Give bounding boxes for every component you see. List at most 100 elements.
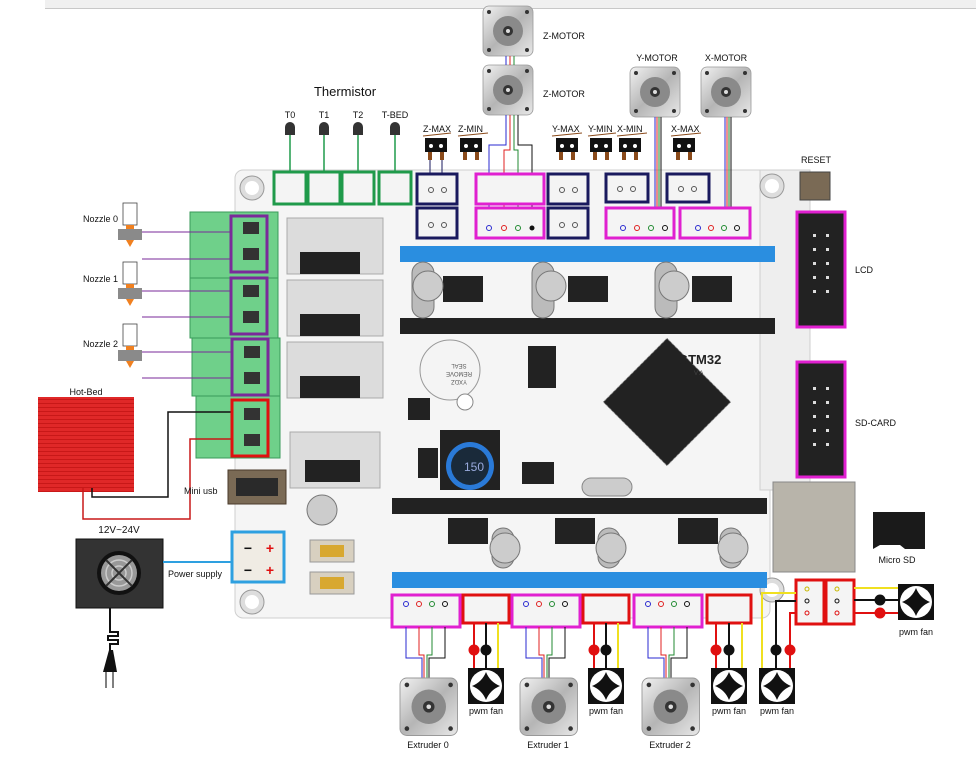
thermistor-connector: [377, 170, 413, 206]
fan-2-connector: [705, 593, 753, 625]
svg-text:Nozzle 0: Nozzle 0: [83, 214, 118, 224]
z-motor-connector-1: [474, 172, 546, 206]
endstop-y-max: Y-MAX: [551, 124, 583, 160]
svg-text:+: +: [266, 540, 274, 556]
sd-card-header[interactable]: [795, 360, 847, 479]
screw-terminals: [243, 222, 260, 446]
z-motor-bottom: Z-MOTOR: [482, 64, 585, 116]
svg-text:pwm fan: pwm fan: [760, 706, 794, 716]
svg-text:+: +: [266, 562, 274, 578]
thermistor-title: Thermistor: [314, 84, 377, 99]
mini-usb-label: Mini usb: [184, 486, 218, 496]
thermistor-t1: T1: [306, 110, 342, 206]
stepper-drivers-top: [400, 246, 775, 334]
thermistor-connector: [340, 170, 376, 206]
micro-sd-slot[interactable]: [772, 481, 856, 573]
x-motor: X-MOTOR: [700, 53, 752, 118]
ic-chip-small: [408, 398, 430, 420]
svg-text:pwm fan: pwm fan: [712, 706, 746, 716]
svg-text:Z-MOTOR: Z-MOTOR: [543, 89, 585, 99]
z-motor-connector-2: [474, 206, 546, 240]
svg-text:Extruder 2: Extruder 2: [649, 740, 691, 750]
pwm-fan-1: pwm fan: [588, 668, 624, 716]
pwm-fan-2: pwm fan: [711, 668, 747, 716]
board-name: GTM32: [678, 352, 721, 367]
nozzle-0-terminal: [229, 214, 269, 274]
fan-3-connector: [794, 578, 826, 626]
svg-text:Z-MAX: Z-MAX: [423, 124, 451, 134]
extruder-0-connector: [390, 593, 462, 629]
endstop-x-max: X-MAX: [670, 124, 702, 160]
thermistor-connector: [306, 170, 342, 206]
hotbed: [38, 397, 134, 492]
mosfet-heatsinks: [286, 217, 384, 489]
sd-card-label: SD-CARD: [855, 418, 897, 428]
nozzle-1-terminal: [229, 276, 269, 336]
svg-text:SEAL: SEAL: [451, 362, 467, 368]
hotbed-wire-positive: [82, 438, 232, 520]
svg-text:Y-MIN: Y-MIN: [588, 124, 613, 134]
extruder-2-connector: [632, 593, 704, 629]
micro-sd-card: [873, 512, 925, 549]
svg-text:YXDZ: YXDZ: [451, 378, 467, 384]
svg-text:Extruder 1: Extruder 1: [527, 740, 569, 750]
pwm-fan-0: pwm fan: [468, 668, 504, 716]
nozzle-0: Nozzle 0: [83, 202, 231, 260]
y-motor-connector: [604, 206, 676, 240]
fan-0-connector: [461, 593, 511, 625]
svg-text:150: 150: [464, 460, 484, 474]
capacitors: [306, 270, 749, 564]
power-input-connector: − + − +: [230, 530, 286, 584]
mcu-chip: [602, 337, 732, 467]
ic-chip: [528, 346, 556, 388]
diode: [418, 448, 438, 478]
psu-voltage-label: 12V~24V: [98, 525, 140, 536]
svg-text:Nozzle 1: Nozzle 1: [83, 274, 118, 284]
thermistor-t0: T0: [272, 110, 308, 206]
extruder-1-motor: Extruder 1: [519, 677, 579, 750]
hotbed-label: Hot-Bed: [69, 387, 102, 397]
svg-text:pwm fan: pwm fan: [589, 706, 623, 716]
hotbed-wire-negative: [91, 411, 232, 498]
stepper-drivers-bottom: [392, 498, 767, 588]
z-motor-top: Z-MOTOR: [482, 5, 585, 57]
nozzle-1: Nozzle 1: [83, 261, 231, 318]
endstop-z-max: Z-MAX: [422, 124, 452, 174]
endstop-x-min: X-MIN: [616, 124, 648, 160]
extruder-2-motor: Extruder 2: [641, 677, 701, 750]
nozzle-2: Nozzle 2: [83, 323, 231, 379]
reset-label: RESET: [801, 155, 832, 165]
x-motor-connector: [678, 206, 752, 240]
endstop-connectors: [415, 172, 711, 240]
fan-1-connector: [581, 593, 631, 625]
psu-fan-icon: [97, 551, 141, 595]
micro-sd-label: Micro SD: [878, 555, 916, 565]
svg-text:Nozzle 2: Nozzle 2: [83, 339, 118, 349]
heater-terminal-block: [189, 211, 281, 459]
power-plug-icon: [103, 608, 119, 688]
svg-text:−: −: [244, 540, 252, 556]
buzzer: YXDZ REMOVE SEAL: [419, 339, 481, 411]
svg-text:pwm fan: pwm fan: [469, 706, 503, 716]
inductor: 150: [440, 430, 500, 490]
svg-text:T0: T0: [285, 110, 296, 120]
power-supply-label: Power supply: [168, 569, 223, 579]
svg-text:−: −: [244, 562, 252, 578]
svg-text:Z-MIN: Z-MIN: [458, 124, 483, 134]
thermistor-connector: [272, 170, 308, 206]
fan-4-connector: [824, 578, 856, 626]
svg-text:Extruder 0: Extruder 0: [407, 740, 449, 750]
svg-text:pwm fan: pwm fan: [899, 627, 933, 637]
svg-text:X-MIN: X-MIN: [617, 124, 643, 134]
reset-button[interactable]: [799, 171, 831, 201]
svg-text:T1: T1: [319, 110, 330, 120]
svg-text:T2: T2: [353, 110, 364, 120]
svg-text:X-MOTOR: X-MOTOR: [705, 53, 748, 63]
lcd-header[interactable]: [795, 210, 847, 329]
svg-text:Y-MOTOR: Y-MOTOR: [636, 53, 678, 63]
extruder-1-connector: [510, 593, 582, 629]
board-version: V A: [694, 371, 703, 377]
extruder-0-motor: Extruder 0: [399, 677, 459, 750]
svg-text:Y-MAX: Y-MAX: [552, 124, 580, 134]
